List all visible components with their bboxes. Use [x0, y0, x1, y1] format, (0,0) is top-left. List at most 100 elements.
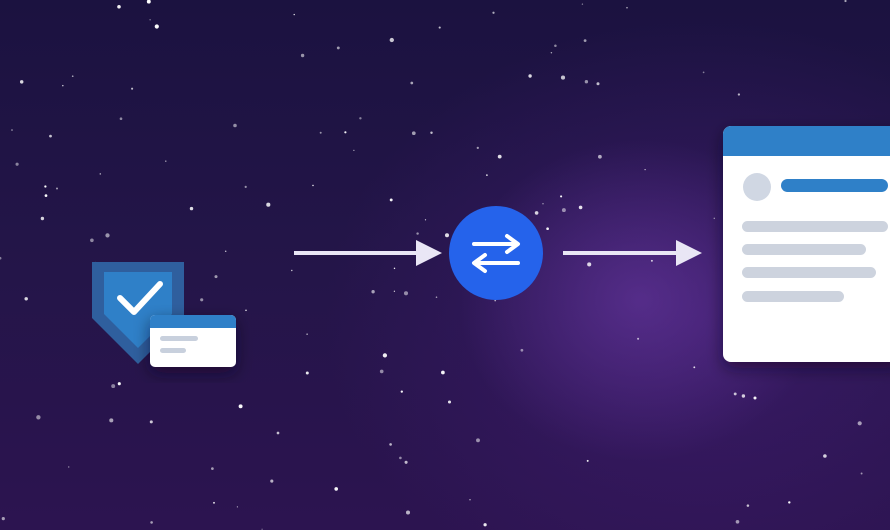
- star: [344, 131, 347, 134]
- star: [389, 198, 393, 202]
- document-title-bar: [781, 179, 888, 192]
- star: [476, 438, 480, 443]
- star: [119, 117, 123, 121]
- star: [306, 333, 308, 335]
- star: [693, 366, 696, 369]
- star: [578, 205, 583, 210]
- star: [438, 26, 441, 29]
- star: [844, 0, 847, 3]
- star: [111, 384, 116, 389]
- star: [441, 370, 445, 375]
- document-line: [742, 244, 866, 255]
- star: [379, 369, 384, 374]
- star: [587, 262, 592, 267]
- star: [165, 160, 167, 162]
- star: [236, 506, 239, 508]
- star: [382, 353, 388, 358]
- star: [56, 187, 58, 190]
- star: [40, 216, 45, 221]
- exchange-arrows-icon: [449, 206, 543, 300]
- star: [400, 390, 403, 393]
- document-card-icon: [723, 126, 890, 362]
- star: [44, 185, 47, 188]
- star: [11, 129, 13, 131]
- star: [15, 162, 19, 166]
- star: [560, 75, 566, 80]
- star: [637, 337, 640, 340]
- star: [596, 82, 600, 86]
- star: [213, 501, 215, 504]
- star: [483, 523, 487, 527]
- star: [71, 75, 74, 78]
- star: [857, 421, 862, 426]
- star: [561, 208, 566, 213]
- document-line: [742, 267, 876, 278]
- star: [109, 418, 114, 423]
- star: [131, 87, 134, 90]
- star: [312, 184, 314, 187]
- star: [44, 194, 48, 197]
- star: [430, 131, 433, 135]
- star: [293, 13, 295, 16]
- star: [583, 39, 587, 42]
- star: [753, 396, 757, 400]
- star: [244, 185, 247, 189]
- star: [49, 134, 52, 138]
- star: [546, 227, 549, 231]
- star: [492, 11, 495, 14]
- star: [0, 256, 2, 260]
- arrow-right-icon: [563, 240, 702, 266]
- star: [788, 501, 791, 504]
- star: [476, 146, 479, 150]
- star: [447, 400, 452, 404]
- star: [741, 394, 746, 398]
- star: [494, 299, 497, 302]
- star: [270, 479, 274, 483]
- star: [746, 504, 750, 507]
- star: [154, 24, 159, 29]
- star: [713, 217, 716, 220]
- star: [486, 174, 488, 176]
- star: [542, 202, 544, 205]
- star: [626, 6, 628, 9]
- star: [469, 499, 471, 501]
- star: [336, 46, 340, 50]
- star: [211, 467, 214, 470]
- star: [146, 0, 151, 4]
- star: [359, 117, 362, 120]
- star: [371, 290, 375, 294]
- avatar: [743, 173, 771, 201]
- star: [528, 74, 532, 78]
- star: [435, 296, 438, 298]
- star: [733, 392, 737, 396]
- document-line: [742, 221, 888, 232]
- star: [238, 404, 243, 409]
- star: [67, 466, 70, 468]
- star: [189, 206, 194, 211]
- star: [276, 431, 280, 435]
- star: [644, 168, 646, 171]
- star: [334, 487, 339, 491]
- star: [393, 290, 396, 292]
- star: [150, 521, 153, 524]
- star: [598, 154, 602, 159]
- star: [405, 510, 411, 515]
- star: [534, 211, 539, 215]
- id-card-icon: [150, 315, 236, 367]
- star: [584, 80, 589, 84]
- star: [105, 233, 110, 238]
- star: [860, 472, 863, 475]
- star: [36, 415, 41, 420]
- star: [399, 456, 402, 460]
- arrow-right-icon: [294, 240, 442, 266]
- star: [149, 420, 153, 424]
- star: [586, 459, 589, 462]
- star: [581, 3, 584, 5]
- star: [117, 382, 121, 386]
- star: [823, 454, 827, 458]
- star: [702, 71, 705, 74]
- star: [291, 269, 293, 272]
- star: [410, 81, 414, 85]
